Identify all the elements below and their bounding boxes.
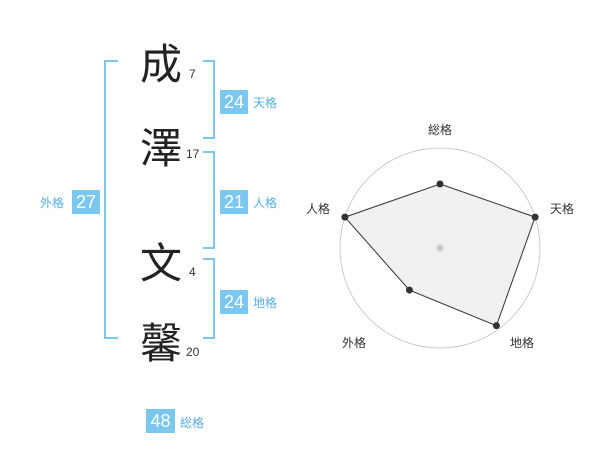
tenkaku-label: 天格 — [253, 96, 278, 110]
soukaku-label: 総格 — [180, 416, 205, 430]
axis-label-tenkaku: 天格 — [550, 201, 574, 216]
gaikaku-bracket — [104, 60, 118, 339]
radar-point-1 — [436, 180, 444, 188]
name-char-1: 成 — [140, 40, 183, 89]
radar-point-2 — [531, 213, 539, 221]
radar-point-5 — [341, 213, 349, 221]
stroke-count-3: 4 — [189, 265, 196, 279]
soukaku-value: 48 — [146, 409, 175, 433]
name-char-2: 澤 — [140, 124, 183, 173]
name-char-3: 文 — [140, 239, 183, 288]
gaikaku-value: 27 — [72, 190, 100, 214]
radar-point-3 — [492, 322, 500, 330]
axis-label-jinkaku: 人格 — [306, 201, 330, 216]
chikaku-bracket — [203, 258, 215, 339]
radar-area — [344, 183, 536, 327]
chikaku-value: 24 — [220, 290, 248, 314]
stroke-count-2: 17 — [186, 147, 200, 161]
name-char-4: 馨 — [140, 319, 183, 368]
stroke-count-4: 20 — [186, 345, 200, 359]
jinkaku-bracket — [203, 151, 215, 249]
axis-label-chikaku: 地格 — [510, 335, 534, 350]
gaikaku-label: 外格 — [40, 196, 65, 210]
axis-label-soukaku: 総格 — [428, 122, 452, 137]
radar-center-dot — [436, 244, 444, 252]
stroke-count-1: 7 — [189, 67, 196, 81]
tenkaku-value: 24 — [220, 90, 248, 114]
jinkaku-value: 21 — [220, 190, 248, 214]
jinkaku-label: 人格 — [253, 196, 278, 210]
tenkaku-bracket — [203, 60, 215, 139]
radar-point-4 — [405, 286, 413, 294]
chikaku-label: 地格 — [253, 296, 278, 310]
axis-label-gaikaku: 外格 — [342, 335, 366, 350]
radar-points — [341, 180, 539, 330]
